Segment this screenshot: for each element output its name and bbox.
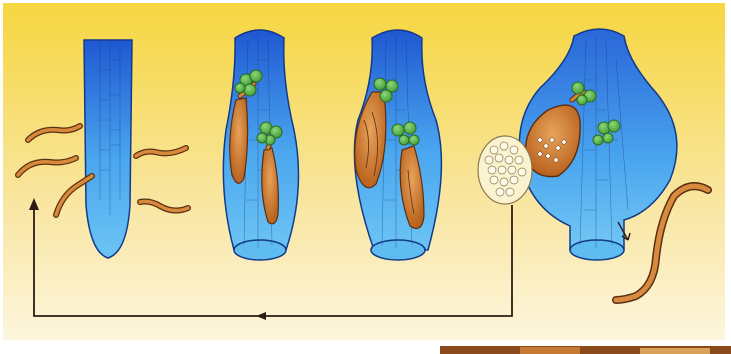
egg-mass: [478, 136, 532, 204]
root-tip: [84, 40, 132, 258]
corner-photo: [440, 346, 731, 354]
